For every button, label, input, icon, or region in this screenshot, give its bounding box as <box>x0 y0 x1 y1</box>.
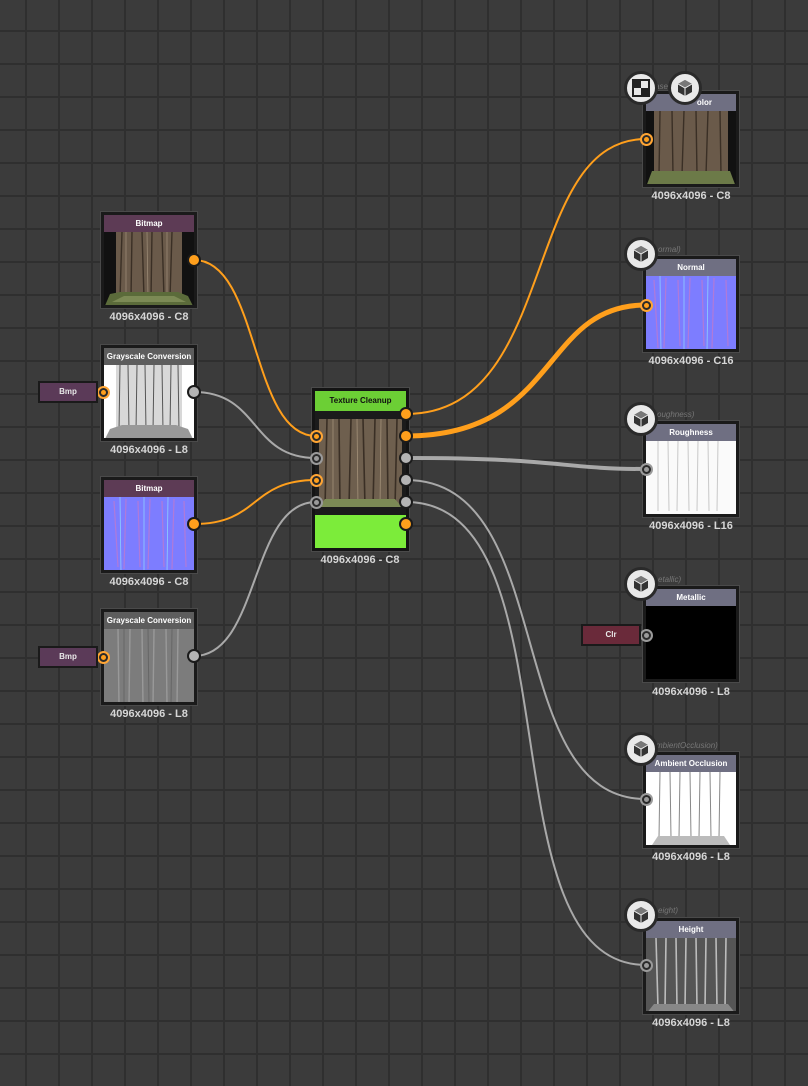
input-port[interactable] <box>640 463 653 476</box>
bark-color-thumbnail <box>104 232 194 305</box>
node-title: Grayscale Conversion <box>104 612 194 629</box>
output-identifier: etallic) <box>658 575 682 584</box>
output-port[interactable] <box>187 649 201 663</box>
output-port[interactable] <box>399 451 413 465</box>
input-port[interactable] <box>97 651 110 664</box>
input-port[interactable] <box>640 299 653 312</box>
input-port[interactable] <box>640 629 653 642</box>
ambient-occlusion-output-node[interactable]: Ambient Occlusion <box>643 752 739 848</box>
resolution-label: 4096x4096 - L8 <box>110 708 188 720</box>
checker-icon[interactable] <box>624 71 658 105</box>
height-output-node[interactable]: Height <box>643 918 739 1014</box>
input-port[interactable] <box>97 386 110 399</box>
cube-icon[interactable] <box>624 402 658 436</box>
clr-tag[interactable]: Clr <box>581 624 641 646</box>
node-title: Normal <box>646 259 736 276</box>
ambient-occlusion-thumbnail <box>646 772 736 845</box>
height-thumbnail <box>646 938 736 1011</box>
cube-icon[interactable] <box>624 898 658 932</box>
node-title: Metallic <box>646 589 736 606</box>
bitmap-node[interactable]: Bitmap <box>101 477 197 573</box>
output-identifier: ormal) <box>658 245 681 254</box>
grayscale-thumbnail <box>104 365 194 438</box>
input-port[interactable] <box>310 430 323 443</box>
output-port[interactable] <box>399 407 413 421</box>
normal-map-thumbnail <box>104 497 194 570</box>
wire <box>193 391 317 459</box>
resolution-label: 4096x4096 - C16 <box>648 355 734 367</box>
output-port[interactable] <box>399 473 413 487</box>
bark-thumbnail <box>315 411 406 515</box>
node-title: Ambient Occlusion <box>646 755 736 772</box>
bark-color-thumbnail <box>646 111 736 184</box>
input-port[interactable] <box>640 793 653 806</box>
node-title: Bitmap <box>104 215 194 232</box>
resolution-label: 4096x4096 - C8 <box>320 554 400 566</box>
node-title: Height <box>646 921 736 938</box>
grayscale-conversion-node[interactable]: Grayscale Conversion <box>101 609 197 705</box>
bmp-tag[interactable]: Bmp <box>38 381 98 403</box>
wire <box>193 259 317 437</box>
resolution-label: 4096x4096 - C8 <box>109 576 189 588</box>
wire <box>405 479 647 800</box>
grayscale-conversion-node[interactable]: Grayscale Conversion <box>101 345 197 441</box>
metallic-output-node[interactable]: Metallic <box>643 586 739 682</box>
resolution-label: 4096x4096 - C8 <box>109 311 189 323</box>
texture-cleanup-node[interactable]: Texture Cleanup <box>312 388 409 551</box>
input-port[interactable] <box>310 452 323 465</box>
resolution-label: 4096x4096 - L8 <box>652 686 730 698</box>
resolution-label: 4096x4096 - C8 <box>651 190 731 202</box>
output-identifier: mbientOcclusion) <box>656 741 718 750</box>
wire <box>405 138 647 415</box>
output-port[interactable] <box>187 385 201 399</box>
bitmap-node[interactable]: Bitmap <box>101 212 197 308</box>
resolution-label: 4096x4096 - L8 <box>652 851 730 863</box>
input-port[interactable] <box>640 133 653 146</box>
output-identifier: eight) <box>658 906 679 915</box>
output-port[interactable] <box>399 517 413 531</box>
wire <box>405 501 647 966</box>
normal-output-node[interactable]: Normal <box>643 256 739 352</box>
wire <box>404 456 648 471</box>
roughness-output-node[interactable]: Roughness <box>643 421 739 517</box>
node-title: Texture Cleanup <box>315 391 406 411</box>
basecolor-output-node[interactable]: olor <box>643 91 739 187</box>
wire <box>403 302 649 439</box>
output-port[interactable] <box>399 429 413 443</box>
node-title: Roughness <box>646 424 736 441</box>
output-identifier: ase <box>655 82 668 91</box>
grayscale-thumbnail <box>104 629 194 702</box>
input-port[interactable] <box>310 474 323 487</box>
resolution-label: 4096x4096 - L16 <box>649 520 733 532</box>
wire <box>193 479 317 525</box>
output-port[interactable] <box>187 253 201 267</box>
normal-map-thumbnail <box>646 276 736 349</box>
bmp-tag[interactable]: Bmp <box>38 646 98 668</box>
wire <box>193 501 317 657</box>
input-port[interactable] <box>310 496 323 509</box>
output-identifier: oughness) <box>657 410 695 419</box>
resolution-label: 4096x4096 - L8 <box>652 1017 730 1029</box>
cube-icon[interactable] <box>624 567 658 601</box>
input-port[interactable] <box>640 959 653 972</box>
node-title: Grayscale Conversion <box>104 348 194 365</box>
roughness-thumbnail <box>646 441 736 514</box>
metallic-thumbnail <box>646 606 736 679</box>
cube-icon[interactable] <box>624 732 658 766</box>
cube-icon[interactable] <box>668 71 702 105</box>
cube-icon[interactable] <box>624 237 658 271</box>
output-port[interactable] <box>187 517 201 531</box>
title-text: olor <box>696 98 712 107</box>
output-port[interactable] <box>399 495 413 509</box>
resolution-label: 4096x4096 - L8 <box>110 444 188 456</box>
node-title: Bitmap <box>104 480 194 497</box>
